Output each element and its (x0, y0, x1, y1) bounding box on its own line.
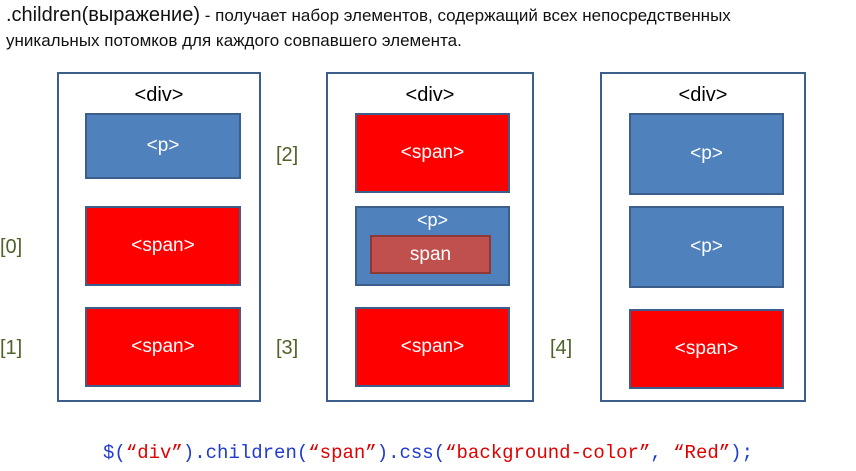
index-label-3: [3] (276, 337, 299, 359)
code-part: $( (103, 442, 126, 464)
code-string: “Red” (673, 442, 731, 464)
description-line-1: - получает набор элементов, содержащий в… (200, 6, 731, 25)
p-element: <p> span (355, 206, 510, 286)
div-container-3: <div> <p> <p> <span> (600, 72, 806, 402)
p-element: <p> (629, 206, 784, 288)
code-part: ).children( (182, 442, 309, 464)
p-element: <p> (85, 113, 241, 179)
code-string: “span” (308, 442, 377, 464)
index-label-2: [2] (276, 144, 299, 166)
index-label-4: [4] (550, 337, 573, 359)
description: .children(выражение) - получает набор эл… (6, 2, 851, 53)
p-element: <p> (629, 113, 784, 195)
description-line-2: уникальных потомков для каждого совпавше… (6, 31, 462, 50)
div-container-1: <div> <p> <span> <span> (57, 72, 261, 402)
div-tag-label: <div> (678, 84, 728, 106)
div-container-2: <div> <span> <p> span <span> (326, 72, 534, 402)
span-element: <span> (629, 309, 784, 389)
method-name: .children(выражение) (6, 4, 201, 26)
span-element: <span> (355, 307, 510, 387)
span-element: <span> (85, 206, 241, 286)
span-element: <span> (85, 307, 241, 387)
index-label-1: [1] (0, 337, 23, 359)
div-tag-label: <div> (134, 84, 184, 106)
code-part: , (650, 442, 674, 464)
div-tag-label: <div> (405, 84, 455, 106)
p-element-label: <p> (416, 210, 449, 230)
index-label-0: [0] (0, 236, 23, 258)
code-part: ).css( (376, 442, 446, 464)
span-element: <span> (355, 113, 510, 193)
jquery-code-line: $(“div”).children(“span”).css(“backgroun… (0, 442, 856, 464)
code-string: “background-color” (445, 442, 651, 464)
nested-span-element: span (370, 235, 491, 274)
code-string: “div” (125, 442, 183, 464)
code-part: ); (730, 442, 753, 464)
